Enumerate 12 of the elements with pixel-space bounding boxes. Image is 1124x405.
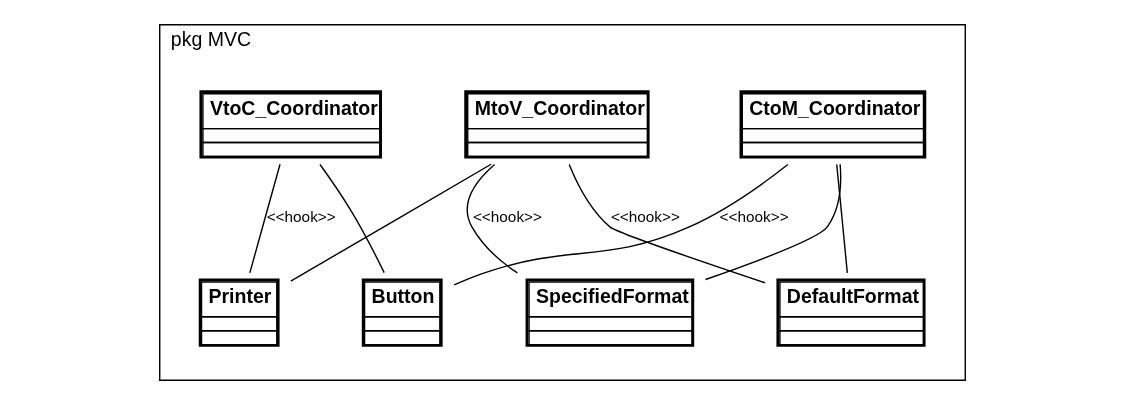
connector	[466, 163, 518, 274]
connector	[568, 163, 766, 284]
edge-label: <<hook>>	[266, 208, 336, 226]
edge-label: <<hook>>	[610, 208, 680, 226]
edge-label: <<hook>>	[472, 208, 542, 226]
connector	[452, 163, 789, 286]
edge-label: <<hook>>	[719, 208, 789, 226]
connector	[704, 163, 841, 281]
connector	[289, 163, 492, 282]
connector	[318, 163, 385, 274]
connector	[835, 163, 848, 274]
connector	[248, 163, 281, 274]
